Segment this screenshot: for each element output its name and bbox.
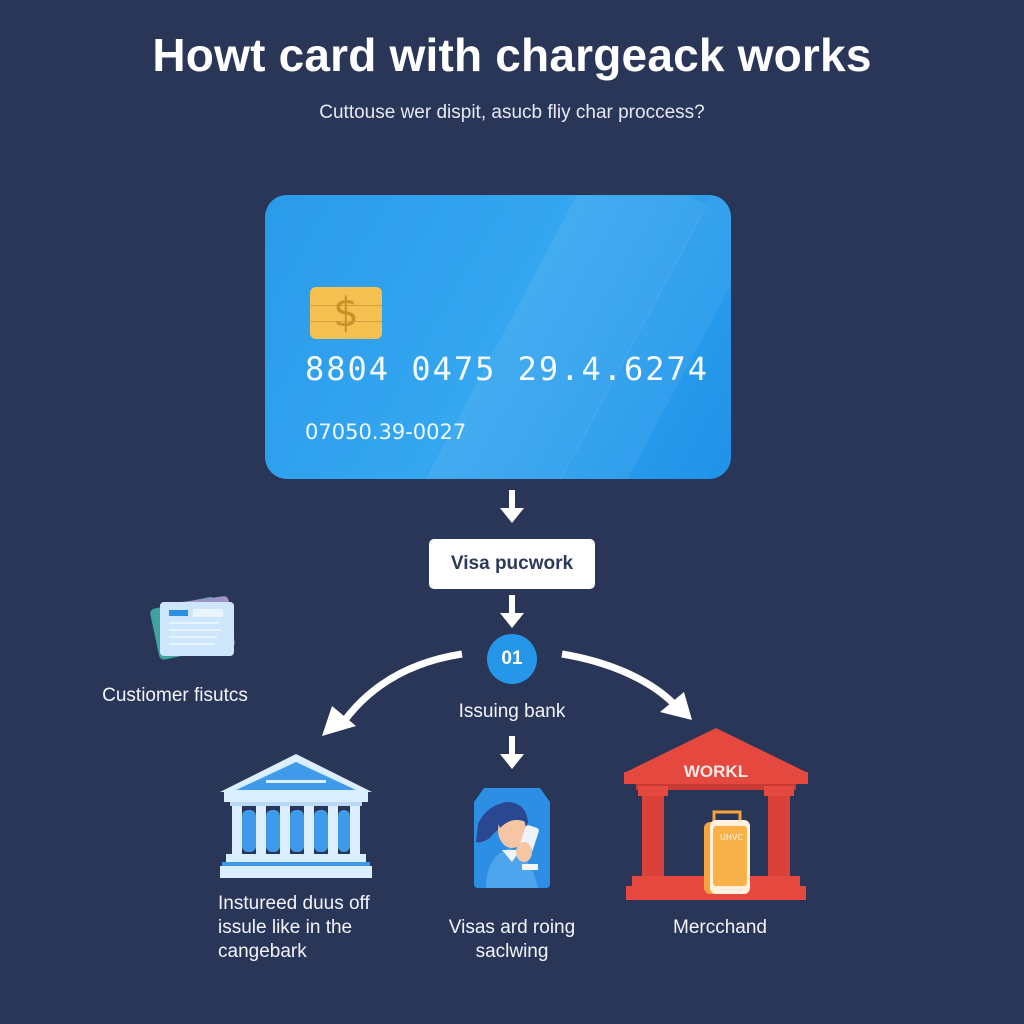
merchant-building-icon: UHVC WORKL [622,726,810,900]
credit-card: $ 8804 0475 29.4.6274 07050.39-0027 [265,195,731,479]
merchant-sign: WORKL [683,762,749,781]
step-number: 01 [501,648,523,669]
document-cards-icon [150,596,235,660]
page-title: Howt card with chargeack works [152,29,872,81]
card-sub-number: 07050.39-0027 [305,420,467,444]
network-box: Visa pucwork [429,539,595,589]
person-with-phone-icon [474,788,550,888]
arrow-down-icon [500,595,524,628]
curved-arrows [322,650,692,736]
curved-arrow-right-icon [561,650,692,720]
arrow-down-icon [500,736,524,769]
bank-building-icon [220,754,372,878]
right-node-label: Mercchand [673,917,767,938]
chip-dollar-symbol: $ [333,290,359,336]
step-number-badge: 01 [487,634,537,684]
customer-label: Custiomer fisutcs [102,685,248,706]
page-subtitle: Cuttouse wer dispit, asucb fliy char pro… [319,102,705,123]
card-number: 8804 0475 29.4.6274 [305,350,710,388]
svg-text:UHVC: UHVC [720,833,743,842]
arrow-down-icon [500,490,524,523]
chip-icon: $ [310,287,382,339]
issuing-bank-label: Issuing bank [458,701,566,722]
middle-node-label: Visas ard roing saclwing [448,917,576,962]
network-box-label: Visa pucwork [450,553,574,574]
left-node-label: Instureed duus off issule like in the ca… [218,893,370,962]
curved-arrow-left-icon [322,650,463,736]
